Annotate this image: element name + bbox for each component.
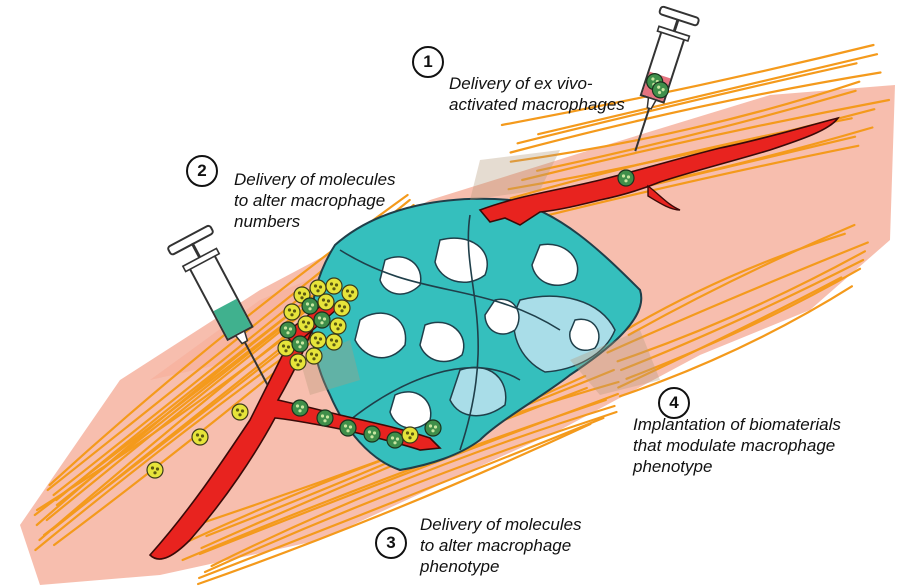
macrophage-icon (618, 170, 634, 186)
step-2-line-1: Delivery of molecules (234, 169, 396, 190)
macrophage-icon (232, 404, 248, 420)
macrophage-icon (310, 332, 326, 348)
macrophage-icon (298, 316, 314, 332)
step-2-line-3: numbers (234, 211, 396, 232)
macrophage-icon (342, 285, 358, 301)
macrophage-icon (284, 304, 300, 320)
macrophage-icon (387, 432, 403, 448)
macrophage-icon (364, 426, 380, 442)
step-4-line-3: phenotype (633, 456, 841, 477)
macrophage-icon (310, 280, 326, 296)
macrophage-icon (302, 298, 318, 314)
macrophage-icon (317, 410, 333, 426)
step-4-line-1: Implantation of biomaterials (633, 414, 841, 435)
step-label-3: Delivery of molecules to alter macrophag… (420, 514, 582, 577)
macrophage-icon (306, 348, 322, 364)
macrophage-icon (292, 336, 308, 352)
step-4-line-2: that modulate macrophage (633, 435, 841, 456)
macrophage-icon (334, 300, 350, 316)
step-number-2: 2 (186, 155, 218, 187)
macrophage-icon (292, 400, 308, 416)
step-1-line-1: Delivery of ex vivo- (449, 73, 625, 94)
macrophage-icon (280, 322, 296, 338)
step-3-line-1: Delivery of molecules (420, 514, 582, 535)
macrophage-icon (314, 312, 330, 328)
step-label-4: Implantation of biomaterials that modula… (633, 414, 841, 477)
step-number-1: 1 (412, 46, 444, 78)
macrophage-icon (318, 294, 334, 310)
step-3-line-3: phenotype (420, 556, 582, 577)
step-3-line-2: to alter macrophage (420, 535, 582, 556)
macrophage-icon (326, 278, 342, 294)
macrophage-icon (326, 334, 342, 350)
step-number-3: 3 (375, 527, 407, 559)
step-1-line-2: activated macrophages (449, 94, 625, 115)
macrophage-icon (330, 318, 346, 334)
macrophage-icon (402, 427, 418, 443)
step-label-2: Delivery of molecules to alter macrophag… (234, 169, 396, 232)
macrophage-icon (192, 429, 208, 445)
step-label-1: Delivery of ex vivo- activated macrophag… (449, 73, 625, 115)
step-2-line-2: to alter macrophage (234, 190, 396, 211)
macrophage-icon (340, 420, 356, 436)
macrophage-icon (425, 420, 441, 436)
macrophage-icon (147, 462, 163, 478)
macrophage-icon (290, 354, 306, 370)
